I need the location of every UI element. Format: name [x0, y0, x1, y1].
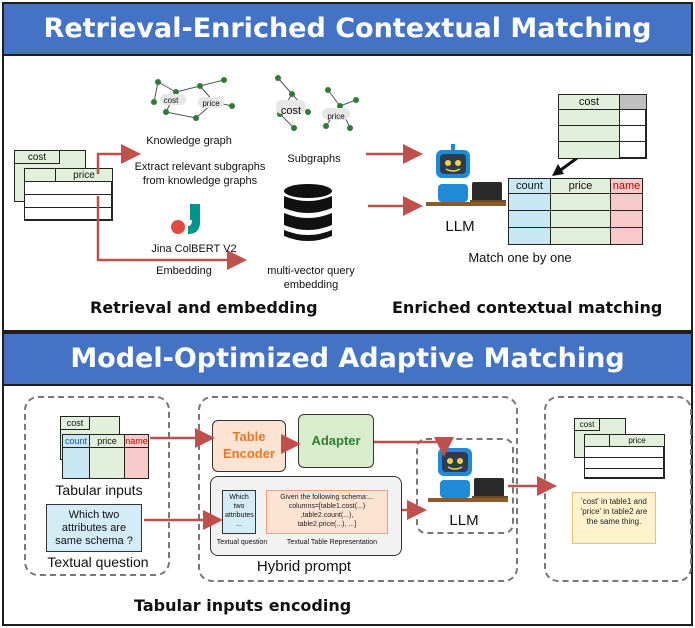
table-cell [508, 210, 551, 228]
question-box: Which two attributes are same schema ? [46, 504, 142, 552]
hybrid-prompt-label: Hybrid prompt [256, 558, 352, 575]
table-row [24, 207, 113, 221]
mvq-label: multi-vector query embedding [267, 265, 355, 291]
prompt-schema-box: Given the following schema:... columns=[… [266, 490, 388, 534]
arrow-to-embedding [96, 196, 247, 270]
tabular-inputs-label: Tabular inputs [55, 482, 143, 498]
table-cell [124, 447, 149, 479]
database-icon [284, 184, 332, 241]
inputs-dashed-box [24, 396, 170, 576]
ad-cost-header: cost [60, 416, 90, 430]
prompt-label-left: Textual question [216, 539, 268, 546]
llm-robot-icon-bottom [428, 448, 508, 502]
retrieval-panel: cost price [2, 56, 693, 332]
llm-label-bottom: LLM [449, 512, 479, 529]
out-cost-header: cost [574, 418, 600, 431]
arrow-adapter-to-llm [374, 437, 454, 457]
table-cell [619, 109, 647, 126]
match-label: Match one by one [468, 250, 572, 265]
table-encoder-box: Table Encoder [212, 420, 286, 472]
match-table-bottom: count price name [508, 178, 643, 245]
answer-note: 'cost' in table1 and 'price' in table2 a… [572, 492, 656, 544]
ad-table-front: count price name [62, 434, 149, 479]
subgraphs-label: Subgraphs [287, 153, 341, 165]
subgraph-node-price: price [327, 112, 345, 121]
table-cell [619, 125, 647, 142]
enriched-caption: Enriched contextual matching [392, 298, 663, 317]
subgraph-node-cost: cost [280, 105, 302, 117]
prompt-question-box: Which two attributes ... [222, 490, 256, 534]
llm-label-top: LLM [445, 218, 475, 235]
adaptive-panel: cost count price name Tabular inputs Whi… [2, 386, 693, 626]
knowledge-graph-label: Knowledge graph [146, 135, 232, 147]
subgraphs-icon [275, 75, 359, 131]
table-cell [89, 447, 125, 479]
table-cell [550, 227, 611, 245]
table-cell [610, 227, 643, 245]
llm-robot-icon [426, 144, 506, 206]
top-banner: Retrieval-Enriched Contextual Matching [2, 2, 693, 56]
adaptive-caption: Tabular inputs encoding [134, 596, 352, 615]
embedding-label: Embedding [156, 265, 212, 277]
kg-node-price: price [202, 99, 220, 108]
match-count-header: count [508, 178, 551, 194]
table-cell [558, 125, 620, 142]
arrow-to-kg [96, 144, 141, 174]
table-cell [62, 447, 90, 479]
kg-node-cost: cost [163, 96, 179, 105]
match-price-header: price [550, 178, 611, 194]
match-table-top: cost [558, 94, 647, 159]
table-cell [550, 210, 611, 228]
input-table-front: price [24, 168, 113, 221]
cost-header: cost [14, 150, 60, 164]
extract-label: Extract relevant subgraphs from knowledg… [134, 161, 266, 187]
retrieval-caption: Retrieval and embedding [90, 298, 318, 317]
jina-logo-icon [171, 204, 200, 234]
match-name-header: name [610, 178, 643, 194]
match-cost-header: cost [558, 94, 620, 110]
bottom-connectors [144, 428, 557, 530]
table-cell [610, 210, 643, 228]
out-table-front: price [584, 434, 665, 479]
table-cell [508, 227, 551, 245]
textual-question-label: Textual question [47, 554, 149, 570]
bottom-banner: Model-Optimized Adaptive Matching [2, 332, 693, 386]
table-cell [619, 141, 647, 159]
adapter-box: Adapter [298, 414, 374, 468]
table-cell [610, 193, 643, 211]
table-cell [558, 141, 620, 159]
table-cell [508, 193, 551, 211]
prompt-dashed-box [198, 396, 518, 582]
table-row [584, 468, 665, 479]
table-cell [550, 193, 611, 211]
prompt-label-right: Textual Table Representation [286, 539, 378, 546]
table-cell [619, 94, 647, 110]
knowledge-graph-icon [151, 77, 235, 121]
table-cell [558, 109, 620, 126]
jina-label: Jina ColBERT V2 [151, 243, 237, 255]
